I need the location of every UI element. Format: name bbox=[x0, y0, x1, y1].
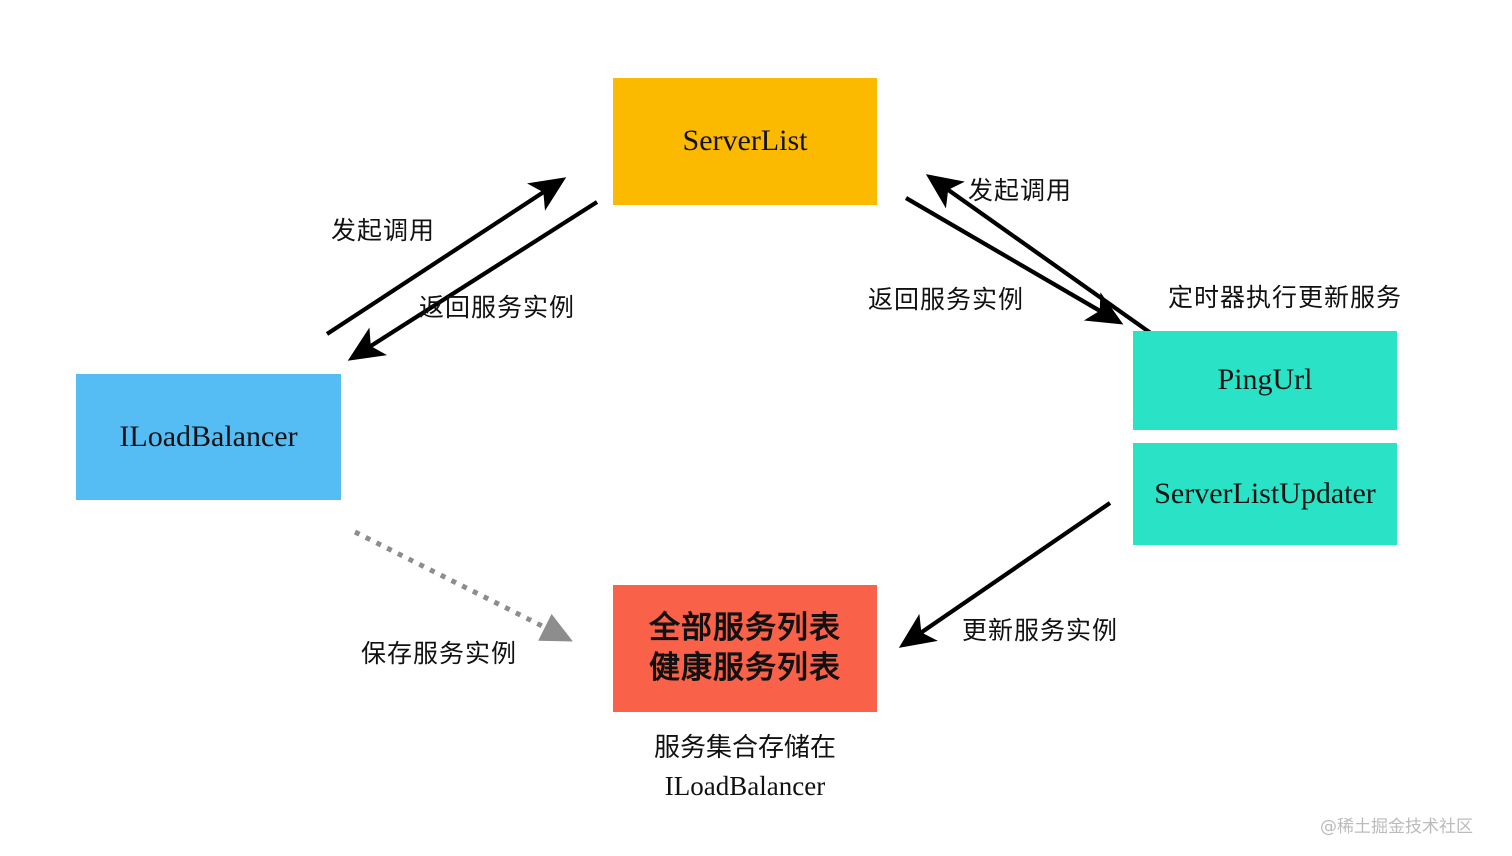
node-serverlistupdater[interactable]: ServerListUpdater bbox=[1133, 443, 1397, 545]
node-service-lists[interactable]: 全部服务列表 健康服务列表 bbox=[613, 585, 877, 712]
edge-label-right-call: 发起调用 bbox=[968, 176, 1073, 205]
edge-save bbox=[353, 529, 573, 642]
caption-storage-line2: ILoadBalancer bbox=[664, 770, 826, 801]
node-service-lists-label-all: 全部服务列表 bbox=[649, 609, 841, 646]
node-serverlistupdater-label: ServerListUpdater bbox=[1154, 476, 1376, 510]
node-pingurl-label: PingUrl bbox=[1217, 363, 1313, 397]
node-pingurl[interactable]: PingUrl bbox=[1133, 331, 1397, 430]
node-iloadbalancer-label: ILoadBalancer bbox=[119, 419, 298, 453]
edge-label-left-return: 返回服务实例 bbox=[419, 293, 576, 322]
node-iloadbalancer[interactable]: ILoadBalancer bbox=[76, 374, 341, 500]
edge-label-right-return: 返回服务实例 bbox=[868, 285, 1025, 314]
edge-label-save: 保存服务实例 bbox=[361, 639, 518, 668]
watermark: @稀土掘金技术社区 bbox=[1320, 817, 1473, 837]
edge-label-update: 更新服务实例 bbox=[962, 616, 1119, 645]
caption-storage: 服务集合存储在 ILoadBalancer bbox=[580, 730, 910, 805]
node-service-lists-label-healthy: 健康服务列表 bbox=[649, 649, 841, 686]
node-serverlist-label: ServerList bbox=[682, 124, 808, 158]
node-serverlist[interactable]: ServerList bbox=[613, 78, 877, 205]
edge-label-left-call: 发起调用 bbox=[331, 216, 436, 245]
edge-label-timer: 定时器执行更新服务 bbox=[1168, 283, 1403, 312]
caption-storage-line1: 服务集合存储在 bbox=[653, 733, 836, 763]
